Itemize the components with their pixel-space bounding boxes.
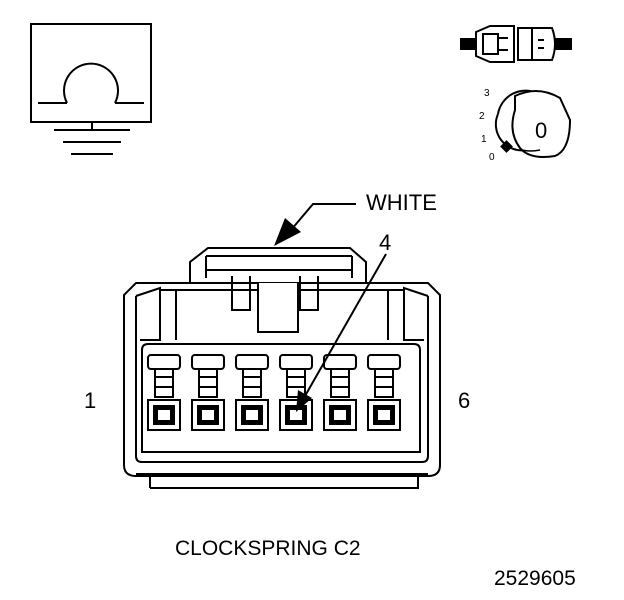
pin-1-label: 1 — [84, 388, 97, 413]
pin-4-callout-arrow — [296, 253, 387, 412]
key-position-2: 2 — [479, 111, 485, 122]
key-state-label: 0 — [535, 118, 547, 143]
pin-cavity-3 — [235, 354, 269, 431]
pin-cavity-1 — [147, 354, 181, 431]
pin-cavity-2 — [191, 354, 225, 431]
pin-cavities — [147, 354, 401, 431]
connector-body — [123, 247, 441, 489]
key-position-3: 3 — [484, 88, 490, 99]
ohmmeter-ground-icon — [30, 23, 152, 155]
pin-6-label: 6 — [458, 388, 471, 413]
color-callout-arrow — [274, 203, 356, 246]
key-position-1: 1 — [481, 134, 487, 145]
pin-cavity-4 — [279, 354, 313, 431]
connector-separated-icon — [460, 25, 572, 63]
figure-number: 2529605 — [494, 567, 576, 590]
key-position-0: 0 — [489, 152, 495, 163]
pin-cavity-6 — [367, 354, 401, 431]
ignition-key-off-icon: 3 2 1 0 0 — [479, 88, 572, 163]
pin-cavity-5 — [323, 354, 357, 431]
connector-title: CLOCKSPRING C2 — [175, 537, 361, 560]
pin-4-label: 4 — [379, 230, 392, 255]
wire-color-label: WHITE — [366, 190, 437, 215]
